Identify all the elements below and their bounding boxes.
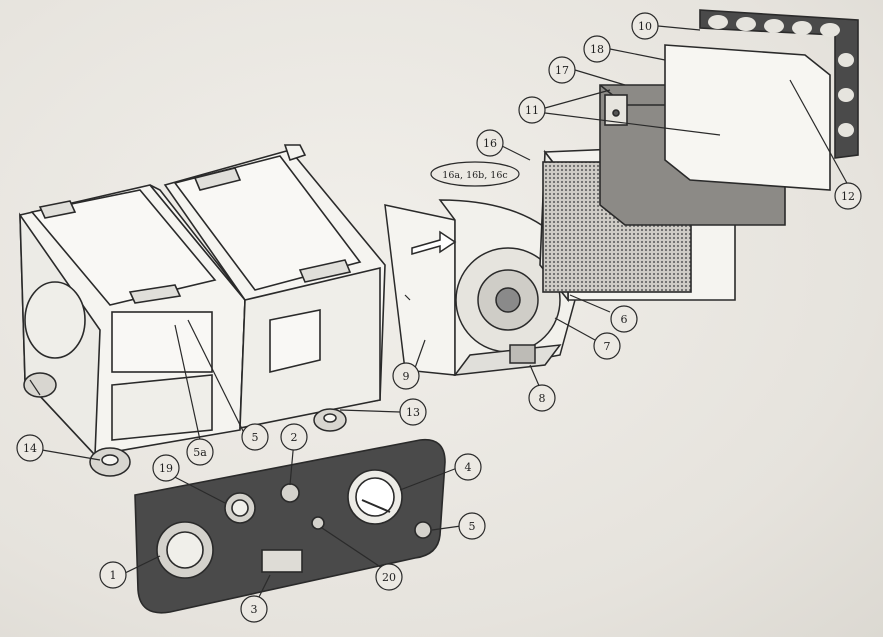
callout-16: 16	[476, 129, 504, 157]
filter-panel-18	[664, 44, 831, 191]
housing-right	[163, 144, 386, 429]
svg-text:5: 5	[469, 520, 476, 533]
svg-text:4: 4	[465, 461, 472, 474]
svg-text:18: 18	[590, 43, 604, 56]
callout-20: 20	[375, 563, 403, 591]
callout-5a: 5a	[186, 438, 214, 466]
callout-1: 1	[99, 561, 127, 589]
callout-14: 14	[16, 434, 44, 462]
callout-10: 10	[631, 12, 659, 40]
callout-12: 12	[834, 182, 862, 210]
svg-text:16: 16	[483, 137, 497, 150]
callout-9: 9	[392, 362, 420, 390]
callout-2: 2	[280, 423, 308, 451]
svg-text:16a, 16b, 16c: 16a, 16b, 16c	[442, 170, 507, 181]
callout-18: 18	[583, 35, 611, 63]
callouts: 10 18 17 11 12 16 16a, 16b, 16c 6 7 8 9 …	[16, 12, 862, 623]
svg-text:9: 9	[403, 370, 410, 383]
svg-text:3: 3	[251, 603, 258, 616]
wheels-left	[23, 372, 131, 477]
callout-17: 17	[548, 56, 576, 84]
svg-text:17: 17	[555, 64, 569, 77]
callout-3: 3	[240, 595, 268, 623]
svg-text:13: 13	[406, 406, 420, 419]
callout-19: 19	[152, 454, 180, 482]
svg-text:1: 1	[110, 569, 117, 582]
svg-text:12: 12	[841, 190, 855, 203]
svg-text:20: 20	[382, 571, 396, 584]
svg-text:2: 2	[291, 431, 298, 444]
svg-text:11: 11	[525, 104, 539, 117]
control-panel	[134, 438, 446, 614]
callout-8: 8	[528, 384, 556, 412]
svg-text:6: 6	[621, 313, 628, 326]
housing-left	[19, 184, 251, 457]
svg-text:10: 10	[638, 20, 652, 33]
svg-text:5a: 5a	[193, 446, 207, 459]
svg-text:14: 14	[23, 442, 37, 455]
callout-7: 7	[593, 332, 621, 360]
callout-6: 6	[610, 305, 638, 333]
callout-5-bottom: 5	[458, 512, 486, 540]
svg-text:5: 5	[252, 431, 259, 444]
callout-5-top: 5	[241, 423, 269, 451]
callout-11: 11	[518, 96, 546, 124]
svg-text:8: 8	[539, 392, 546, 405]
callout-4: 4	[454, 453, 482, 481]
filter-panel-10	[699, 9, 859, 159]
callout-13: 13	[399, 398, 427, 426]
svg-text:7: 7	[604, 340, 611, 353]
leader-lines	[29, 25, 849, 606]
wheel-right	[313, 408, 347, 432]
callout-16-sub: 16a, 16b, 16c	[430, 161, 520, 187]
svg-text:19: 19	[159, 462, 173, 475]
